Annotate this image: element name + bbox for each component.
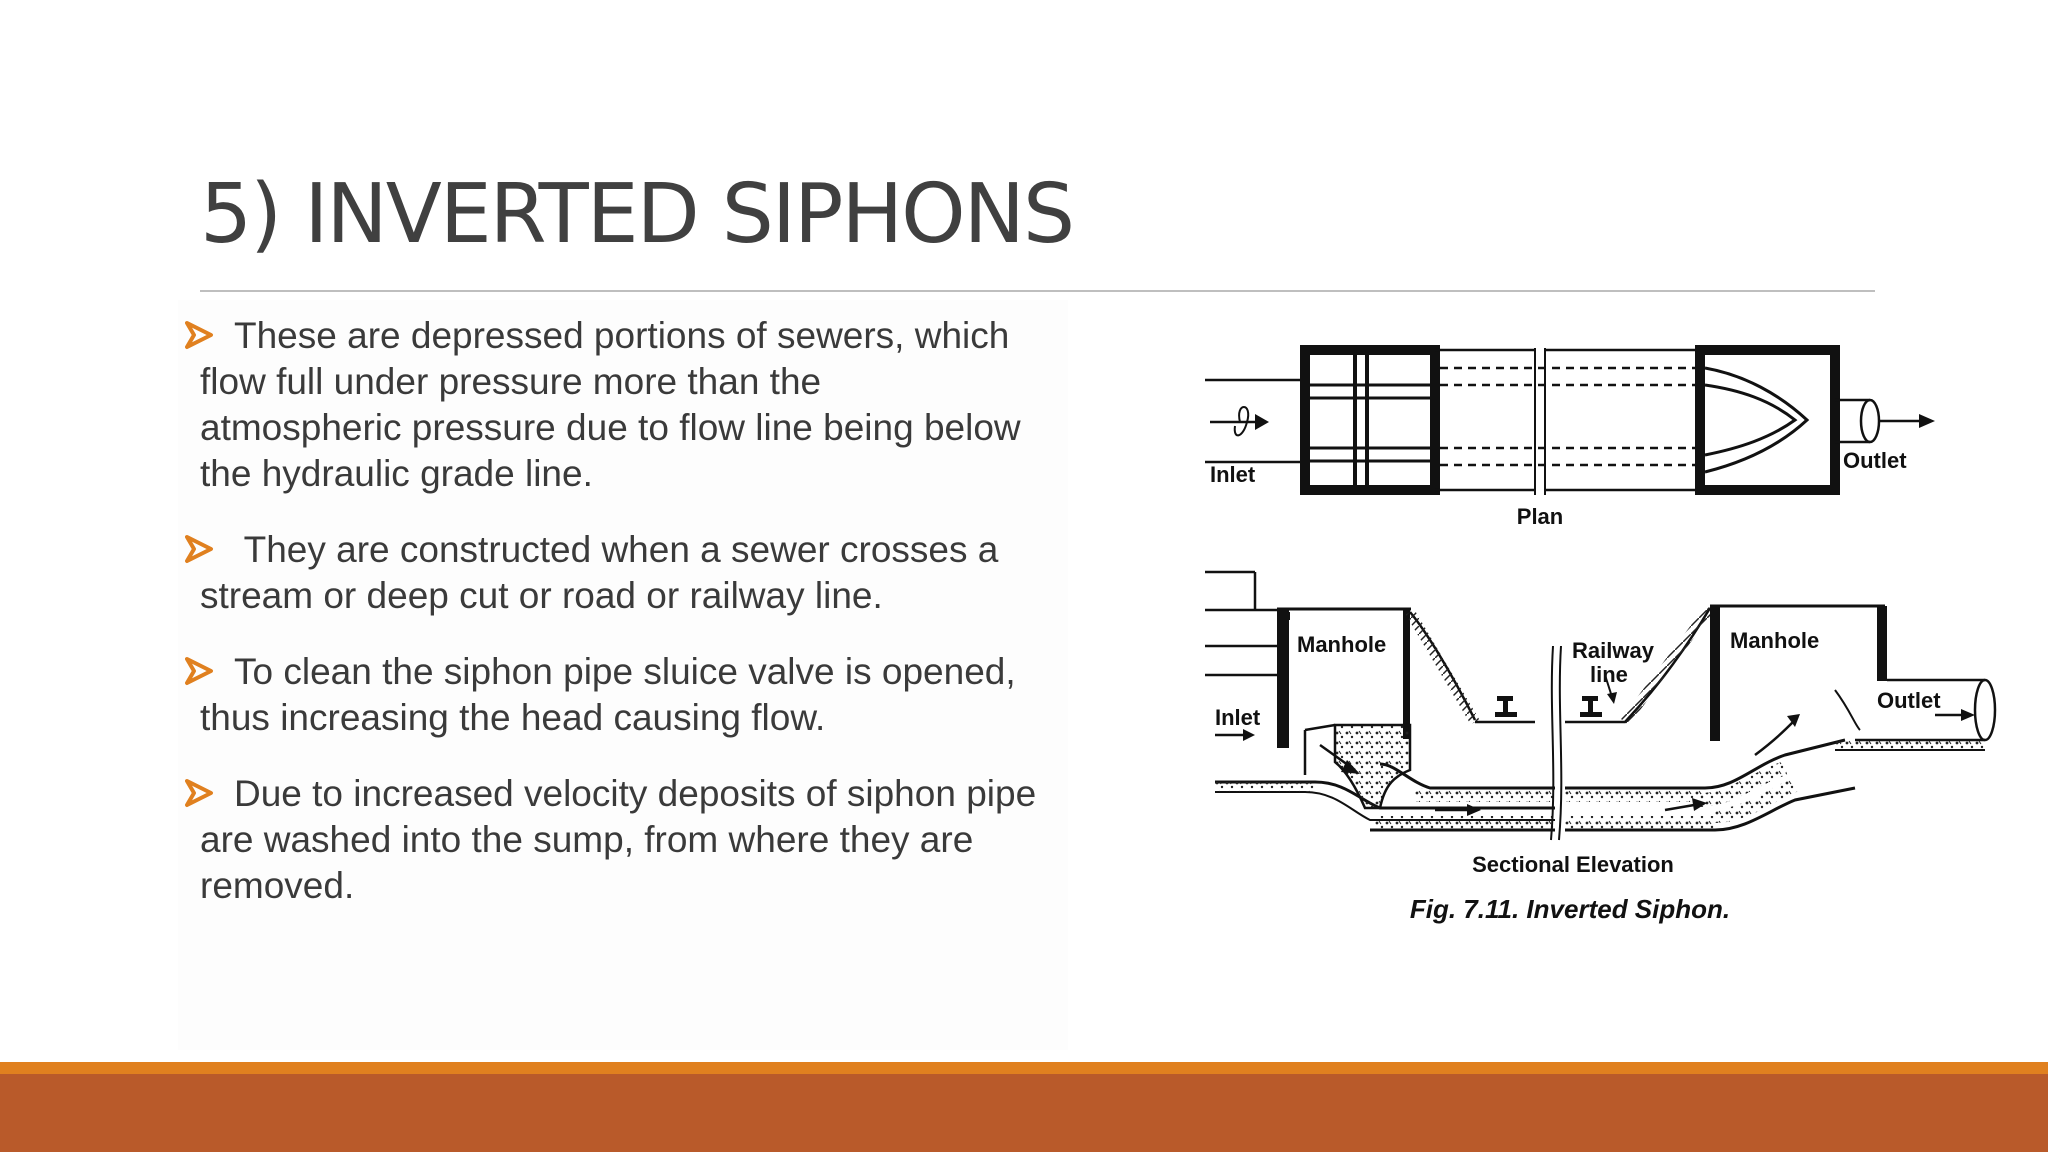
bullet-line: They are constructed when a sewer crosse… <box>234 529 999 570</box>
inverted-siphon-figure: Inlet Outlet Plan <box>1195 330 2015 940</box>
bullet-line: These are depressed portions of sewers, … <box>234 315 1010 356</box>
title-divider <box>200 290 1875 292</box>
elevation-caption: Sectional Elevation <box>1472 852 1674 877</box>
bullet-list: These are depressed portions of sewers, … <box>185 313 1105 939</box>
bullet-item: Due to increased velocity deposits of si… <box>185 771 1105 909</box>
slide-title: 5) INVERTED SIPHONS <box>200 167 1075 262</box>
bullet-line: stream or deep cut or road or railway li… <box>200 575 883 616</box>
arrow-bullet-icon <box>185 779 213 807</box>
arrow-bullet-icon <box>185 657 213 685</box>
railway-label-line2: line <box>1590 662 1628 687</box>
left-manhole-label: Manhole <box>1297 632 1386 657</box>
plan-caption: Plan <box>1517 504 1563 529</box>
right-manhole-label: Manhole <box>1730 628 1819 653</box>
bullet-line: the hydraulic grade line. <box>200 453 593 494</box>
elevation-outlet-label: Outlet <box>1877 688 1941 713</box>
bullet-line: To clean the siphon pipe sluice valve is… <box>234 651 1016 692</box>
railway-label-line1: Railway <box>1572 638 1655 663</box>
bullet-line: atmospheric pressure due to flow line be… <box>200 407 1021 448</box>
bullet-line: thus increasing the head causing flow. <box>200 697 826 738</box>
plan-inlet-label: Inlet <box>1210 462 1256 487</box>
bottom-band <box>0 1062 2048 1152</box>
elevation-inlet-label: Inlet <box>1215 705 1261 730</box>
arrow-bullet-icon <box>185 535 213 563</box>
plan-outlet-label: Outlet <box>1843 448 1907 473</box>
bullet-line: are washed into the sump, from where the… <box>200 819 974 860</box>
bullet-line: flow full under pressure more than the <box>200 361 822 402</box>
bottom-accent-stripe <box>0 1062 2048 1074</box>
elevation-drawing: Manhole Manhole Railway line Inlet Outle… <box>1205 604 1997 877</box>
figure-caption: Fig. 7.11. Inverted Siphon. <box>1410 894 1730 924</box>
bullet-item: They are constructed when a sewer crosse… <box>185 527 1105 619</box>
bullet-line: removed. <box>200 865 355 906</box>
bullet-item: These are depressed portions of sewers, … <box>185 313 1105 497</box>
rail-icon <box>1495 696 1517 717</box>
siphon-diagram: Inlet Outlet Plan <box>1205 345 1997 924</box>
arrow-bullet-icon <box>185 321 213 349</box>
bullet-line: Due to increased velocity deposits of si… <box>234 773 1037 814</box>
bullet-item: To clean the siphon pipe sluice valve is… <box>185 649 1105 741</box>
rail-icon <box>1580 696 1602 717</box>
plan-view: Inlet Outlet Plan <box>1205 345 1935 529</box>
text-panel-background <box>178 300 1068 1050</box>
